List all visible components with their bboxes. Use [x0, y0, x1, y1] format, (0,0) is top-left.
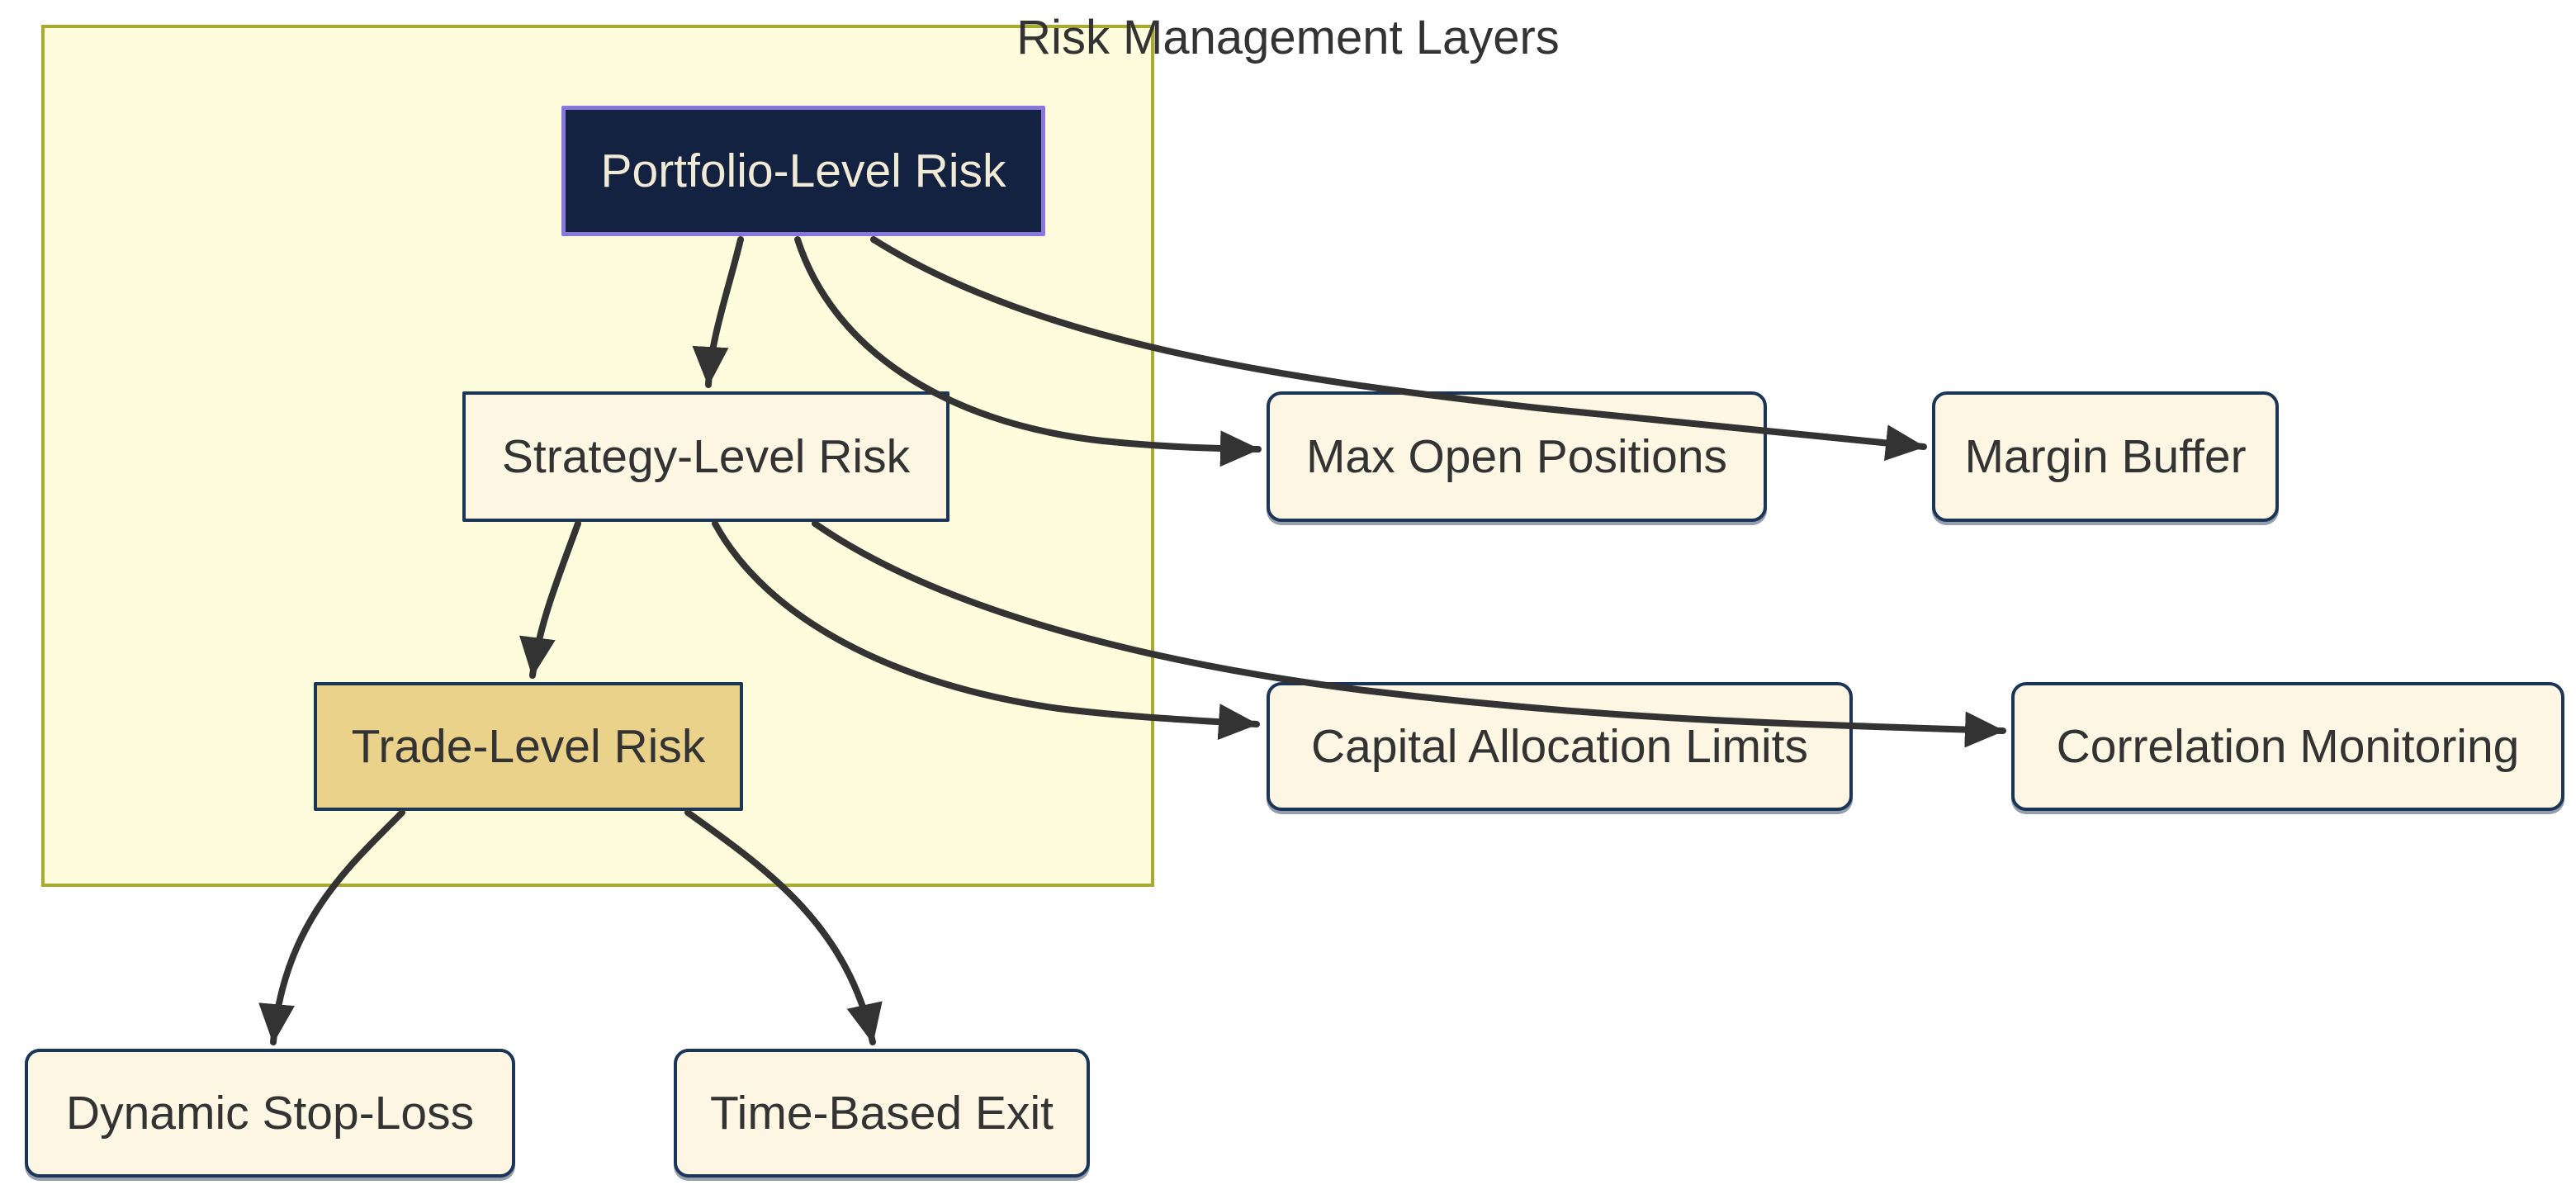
node-dynamic-stop-loss: Dynamic Stop-Loss — [25, 1049, 515, 1178]
node-capital-allocation-limits: Capital Allocation Limits — [1267, 682, 1853, 811]
node-portfolio-level-risk: Portfolio-Level Risk — [561, 106, 1045, 236]
node-correlation-monitoring: Correlation Monitoring — [2011, 682, 2564, 811]
node-max-open-positions: Max Open Positions — [1267, 391, 1767, 522]
cluster-title: Risk Management Layers — [1016, 11, 1560, 64]
node-margin-buffer: Margin Buffer — [1932, 391, 2279, 522]
node-trade-level-risk: Trade-Level Risk — [314, 682, 743, 811]
node-time-based-exit: Time-Based Exit — [674, 1049, 1090, 1178]
node-strategy-level-risk: Strategy-Level Risk — [462, 391, 949, 522]
